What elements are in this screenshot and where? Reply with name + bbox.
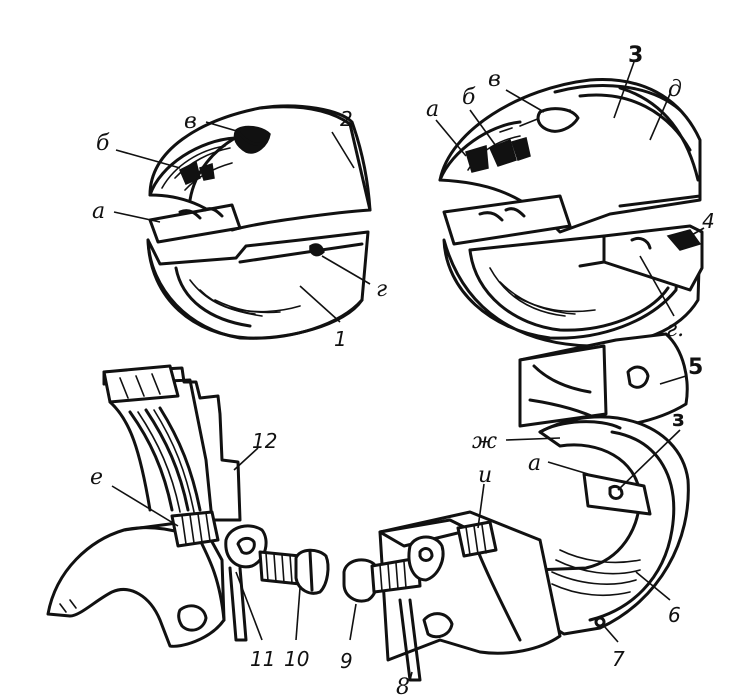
label-d: д [668, 77, 682, 102]
label-a-left: а [92, 199, 105, 224]
bolt-10 [258, 548, 330, 595]
label-v-left: в [184, 109, 197, 134]
label-3-top: 3 [628, 43, 643, 68]
label-g-right: г. [666, 317, 684, 342]
label-12: 12 [252, 429, 277, 453]
rod-cap-body [46, 510, 226, 648]
label-zh: ж [472, 429, 497, 454]
shell-pair-right: а б в 3 д 4 г. [426, 43, 715, 348]
label-4: 4 [702, 209, 715, 233]
label-b-left: б [96, 131, 110, 156]
label-z: з [672, 407, 685, 432]
lower-shell-4 [442, 224, 704, 348]
upper-shell-3 [438, 78, 702, 246]
rod-end-assembly: е 12 11 10 [46, 364, 330, 671]
label-5: 5 [688, 355, 703, 380]
washer-11 [224, 524, 268, 642]
label-v-right: в [488, 67, 501, 92]
upper-shell-2 [148, 104, 372, 244]
label-11: 11 [250, 647, 275, 671]
housing-assembly: 5 ж а з и 6 7 8 9 [340, 332, 703, 699]
housing-cap-8 [378, 510, 562, 682]
label-2: 2 [340, 107, 353, 131]
shell-pair-left: а б в 2 г 1 [92, 104, 387, 351]
label-1: 1 [334, 327, 347, 351]
label-b-right: б [462, 85, 476, 110]
label-6: 6 [668, 603, 681, 627]
label-7: 7 [612, 647, 625, 671]
label-a-right: а [426, 97, 439, 122]
label-10: 10 [284, 647, 309, 671]
label-9: 9 [340, 649, 353, 673]
label-g-left: г [376, 277, 387, 302]
nut-9 [342, 535, 445, 603]
label-a-housing: а [528, 451, 541, 476]
housing-bracket-5 [518, 332, 690, 636]
label-i: и [478, 463, 492, 488]
label-8: 8 [396, 675, 410, 699]
label-e: е [90, 465, 103, 490]
rod-shank [102, 364, 242, 522]
lower-shell-1 [146, 230, 370, 340]
